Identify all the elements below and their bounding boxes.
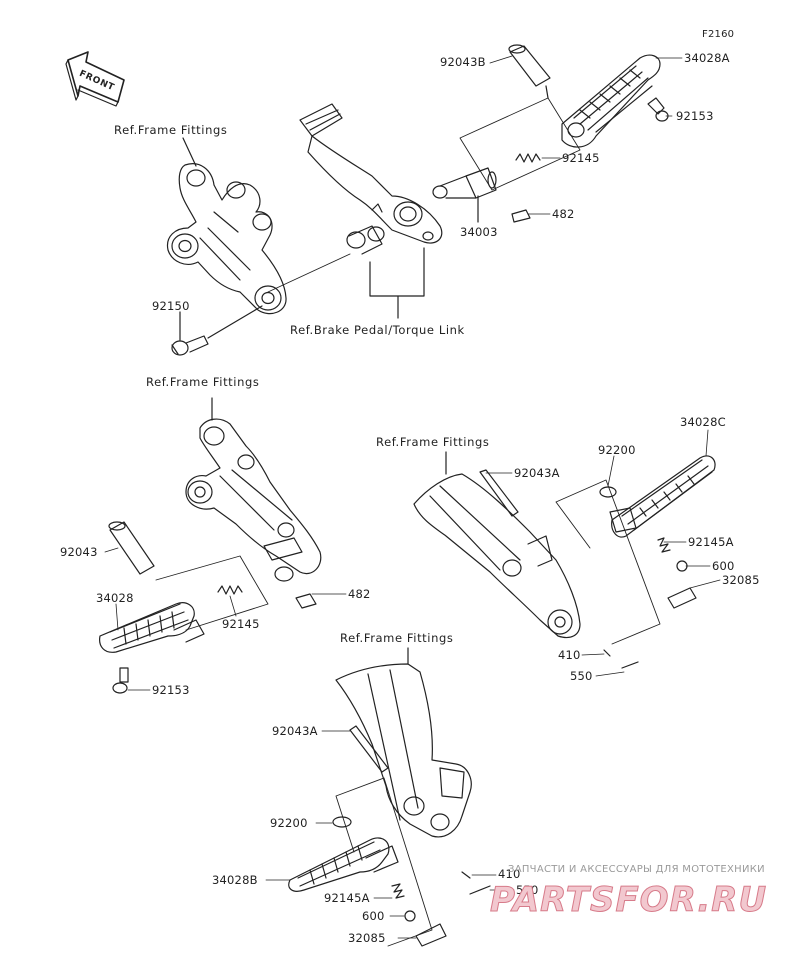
pin-92043A-bottom <box>349 725 389 773</box>
frame-bracket-bottom <box>335 663 472 838</box>
part-label: 600 <box>712 559 735 573</box>
pin-92043 <box>108 521 155 575</box>
part-label: 550 <box>516 883 539 897</box>
part-label: 92200 <box>598 443 636 457</box>
ref-frame-fittings-label: Ref.Frame Fittings <box>340 631 454 645</box>
ref-frame-fittings-label: Ref.Frame Fittings <box>114 123 228 137</box>
clip-482-top <box>511 209 531 223</box>
ball-600-bottom <box>404 910 416 922</box>
frame-bracket-top <box>166 163 287 315</box>
pin-550-bottom <box>469 885 491 895</box>
front-arrow-icon <box>65 51 125 107</box>
spring-92145A-right <box>657 537 671 553</box>
watermark-tagline: ЗАПЧАСТИ И АКСЕССУАРЫ ДЛЯ МОТОТЕХНИКИ <box>508 864 765 875</box>
part-label: 92153 <box>676 109 714 123</box>
part-label: 92145A <box>688 535 734 549</box>
washer-92200-bottom <box>332 816 352 828</box>
part-label: 34028 <box>96 591 134 605</box>
part-label: 92200 <box>270 816 308 830</box>
part-label: 34028C <box>680 415 726 429</box>
spring-92145A-bottom <box>391 883 405 899</box>
bolt-92153-left <box>112 667 129 694</box>
part-label: 92145 <box>222 617 260 631</box>
bolt-92153-top <box>647 97 669 122</box>
spring-92145-left <box>217 585 243 595</box>
part-label: 410 <box>498 867 521 881</box>
ref-brake-pedal-label: Ref.Brake Pedal/Torque Link <box>290 323 465 337</box>
frame-bracket-left <box>185 418 322 582</box>
ref-frame-fittings-label: Ref.Frame Fittings <box>146 375 260 389</box>
pin-410-right <box>603 649 611 657</box>
part-label: 92150 <box>152 299 190 313</box>
pin-92043B <box>508 44 551 87</box>
part-label: 92145A <box>324 891 370 905</box>
part-label: 34028B <box>212 873 258 887</box>
spring-92145-top <box>515 153 541 163</box>
plate-32085-right <box>667 587 697 609</box>
footpeg-34028 <box>99 602 205 653</box>
brake-pedal <box>299 103 443 244</box>
pin-550-right <box>621 661 639 669</box>
part-label: 410 <box>558 648 581 662</box>
part-label: 32085 <box>722 573 760 587</box>
footpeg-34028B <box>288 837 399 892</box>
plate-32085-bottom <box>415 923 447 947</box>
part-label: 92043B <box>440 55 486 69</box>
footpeg-34028C <box>609 455 716 538</box>
frame-bracket-right <box>413 473 581 639</box>
ball-600-right <box>676 560 688 572</box>
part-label: 550 <box>570 669 593 683</box>
washer-92200-right <box>599 486 617 498</box>
part-label: 482 <box>348 587 371 601</box>
pivot-34003 <box>432 167 497 199</box>
part-label: 92043A <box>514 466 560 480</box>
figure-code: F2160 <box>702 29 735 40</box>
footpeg-34028A <box>561 54 661 148</box>
watermark-site: PARTSFOR.RU <box>489 880 768 921</box>
pin-92043A-right <box>479 469 519 517</box>
part-label: 92153 <box>152 683 190 697</box>
part-label: 32085 <box>348 931 386 945</box>
bushing <box>346 225 385 255</box>
leader-lines <box>104 55 721 939</box>
part-label: 34003 <box>460 225 498 239</box>
clip-482-left <box>295 593 317 609</box>
part-label: 600 <box>362 909 385 923</box>
part-label: 482 <box>552 207 575 221</box>
bolt-92150 <box>171 335 209 356</box>
pin-410-bottom <box>461 871 471 879</box>
part-label: 34028A <box>684 51 730 65</box>
part-label: 92145 <box>562 151 600 165</box>
part-label: 92043A <box>272 724 318 738</box>
ref-frame-fittings-label: Ref.Frame Fittings <box>376 435 490 449</box>
part-label: 92043 <box>60 545 98 559</box>
